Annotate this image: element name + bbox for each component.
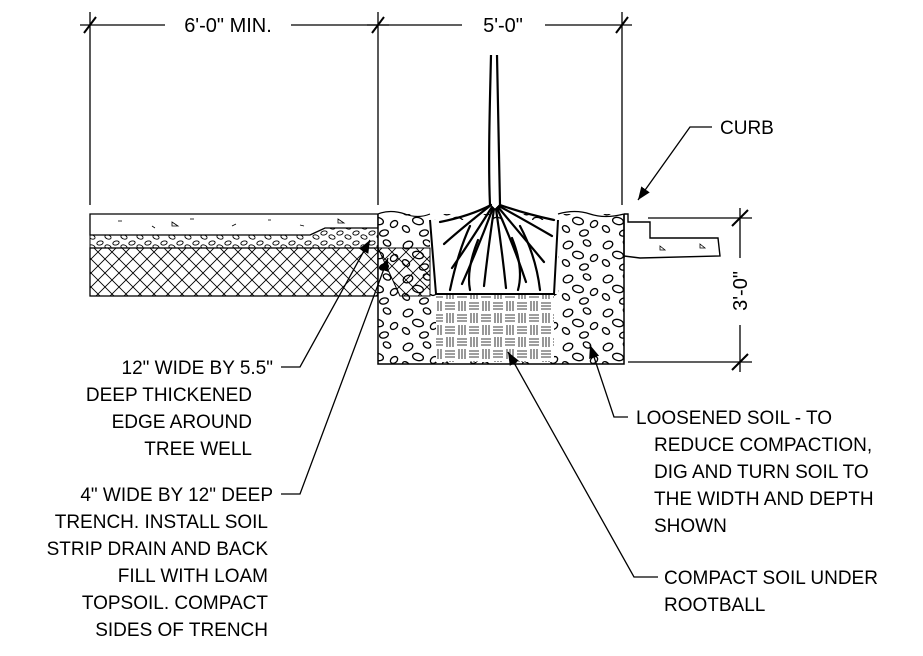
callout-line: LOOSENED SOIL - TO	[636, 408, 832, 429]
callout-line: COMPACT SOIL UNDER	[664, 568, 878, 589]
tree-well	[377, 54, 625, 365]
callout-loosened-soil: LOOSENED SOIL - TO REDUCE COMPACTION, DI…	[636, 408, 874, 537]
dimension-lines	[80, 12, 752, 372]
callout-line: DIG AND TURN SOIL TO	[654, 462, 869, 483]
dimension-depth: 3'-0"	[730, 271, 752, 311]
callout-line: ROOTBALL	[664, 595, 765, 616]
callout-line: REDUCE COMPACTION,	[654, 435, 872, 456]
sidewalk-section	[89, 213, 379, 297]
callout-line: FILL WITH LOAM	[118, 566, 268, 587]
dimension-sidewalk-width: 6'-0" MIN.	[184, 15, 272, 37]
callout-line: 4" WIDE BY 12" DEEP	[80, 485, 273, 506]
tree-trunk	[488, 54, 502, 206]
curb	[623, 213, 721, 259]
callout-line: TOPSOIL. COMPACT	[82, 593, 269, 614]
callout-line: DEEP THICKENED	[86, 385, 252, 406]
callout-compact-soil: COMPACT SOIL UNDER ROOTBALL	[664, 568, 878, 616]
callout-line: SIDES OF TRENCH	[95, 620, 268, 641]
callout-line: THE WIDTH AND DEPTH	[654, 489, 874, 510]
callout-line: TREE WELL	[144, 439, 252, 460]
callout-thickened-edge: 12" WIDE BY 5.5" DEEP THICKENED EDGE ARO…	[86, 358, 273, 460]
leader-lines	[281, 126, 712, 578]
callout-line: TRENCH. INSTALL SOIL	[55, 512, 268, 533]
callout-line: STRIP DRAIN AND BACK	[47, 539, 269, 560]
thickened-edge	[377, 247, 431, 297]
callout-curb: CURB	[720, 118, 774, 139]
callout-line: SHOWN	[654, 516, 727, 537]
callout-line: 12" WIDE BY 5.5"	[122, 358, 273, 379]
dimension-tree-well-width: 5'-0"	[483, 15, 523, 37]
callout-trench: 4" WIDE BY 12" DEEP TRENCH. INSTALL SOIL…	[47, 485, 273, 641]
callout-line: EDGE AROUND	[112, 412, 252, 433]
